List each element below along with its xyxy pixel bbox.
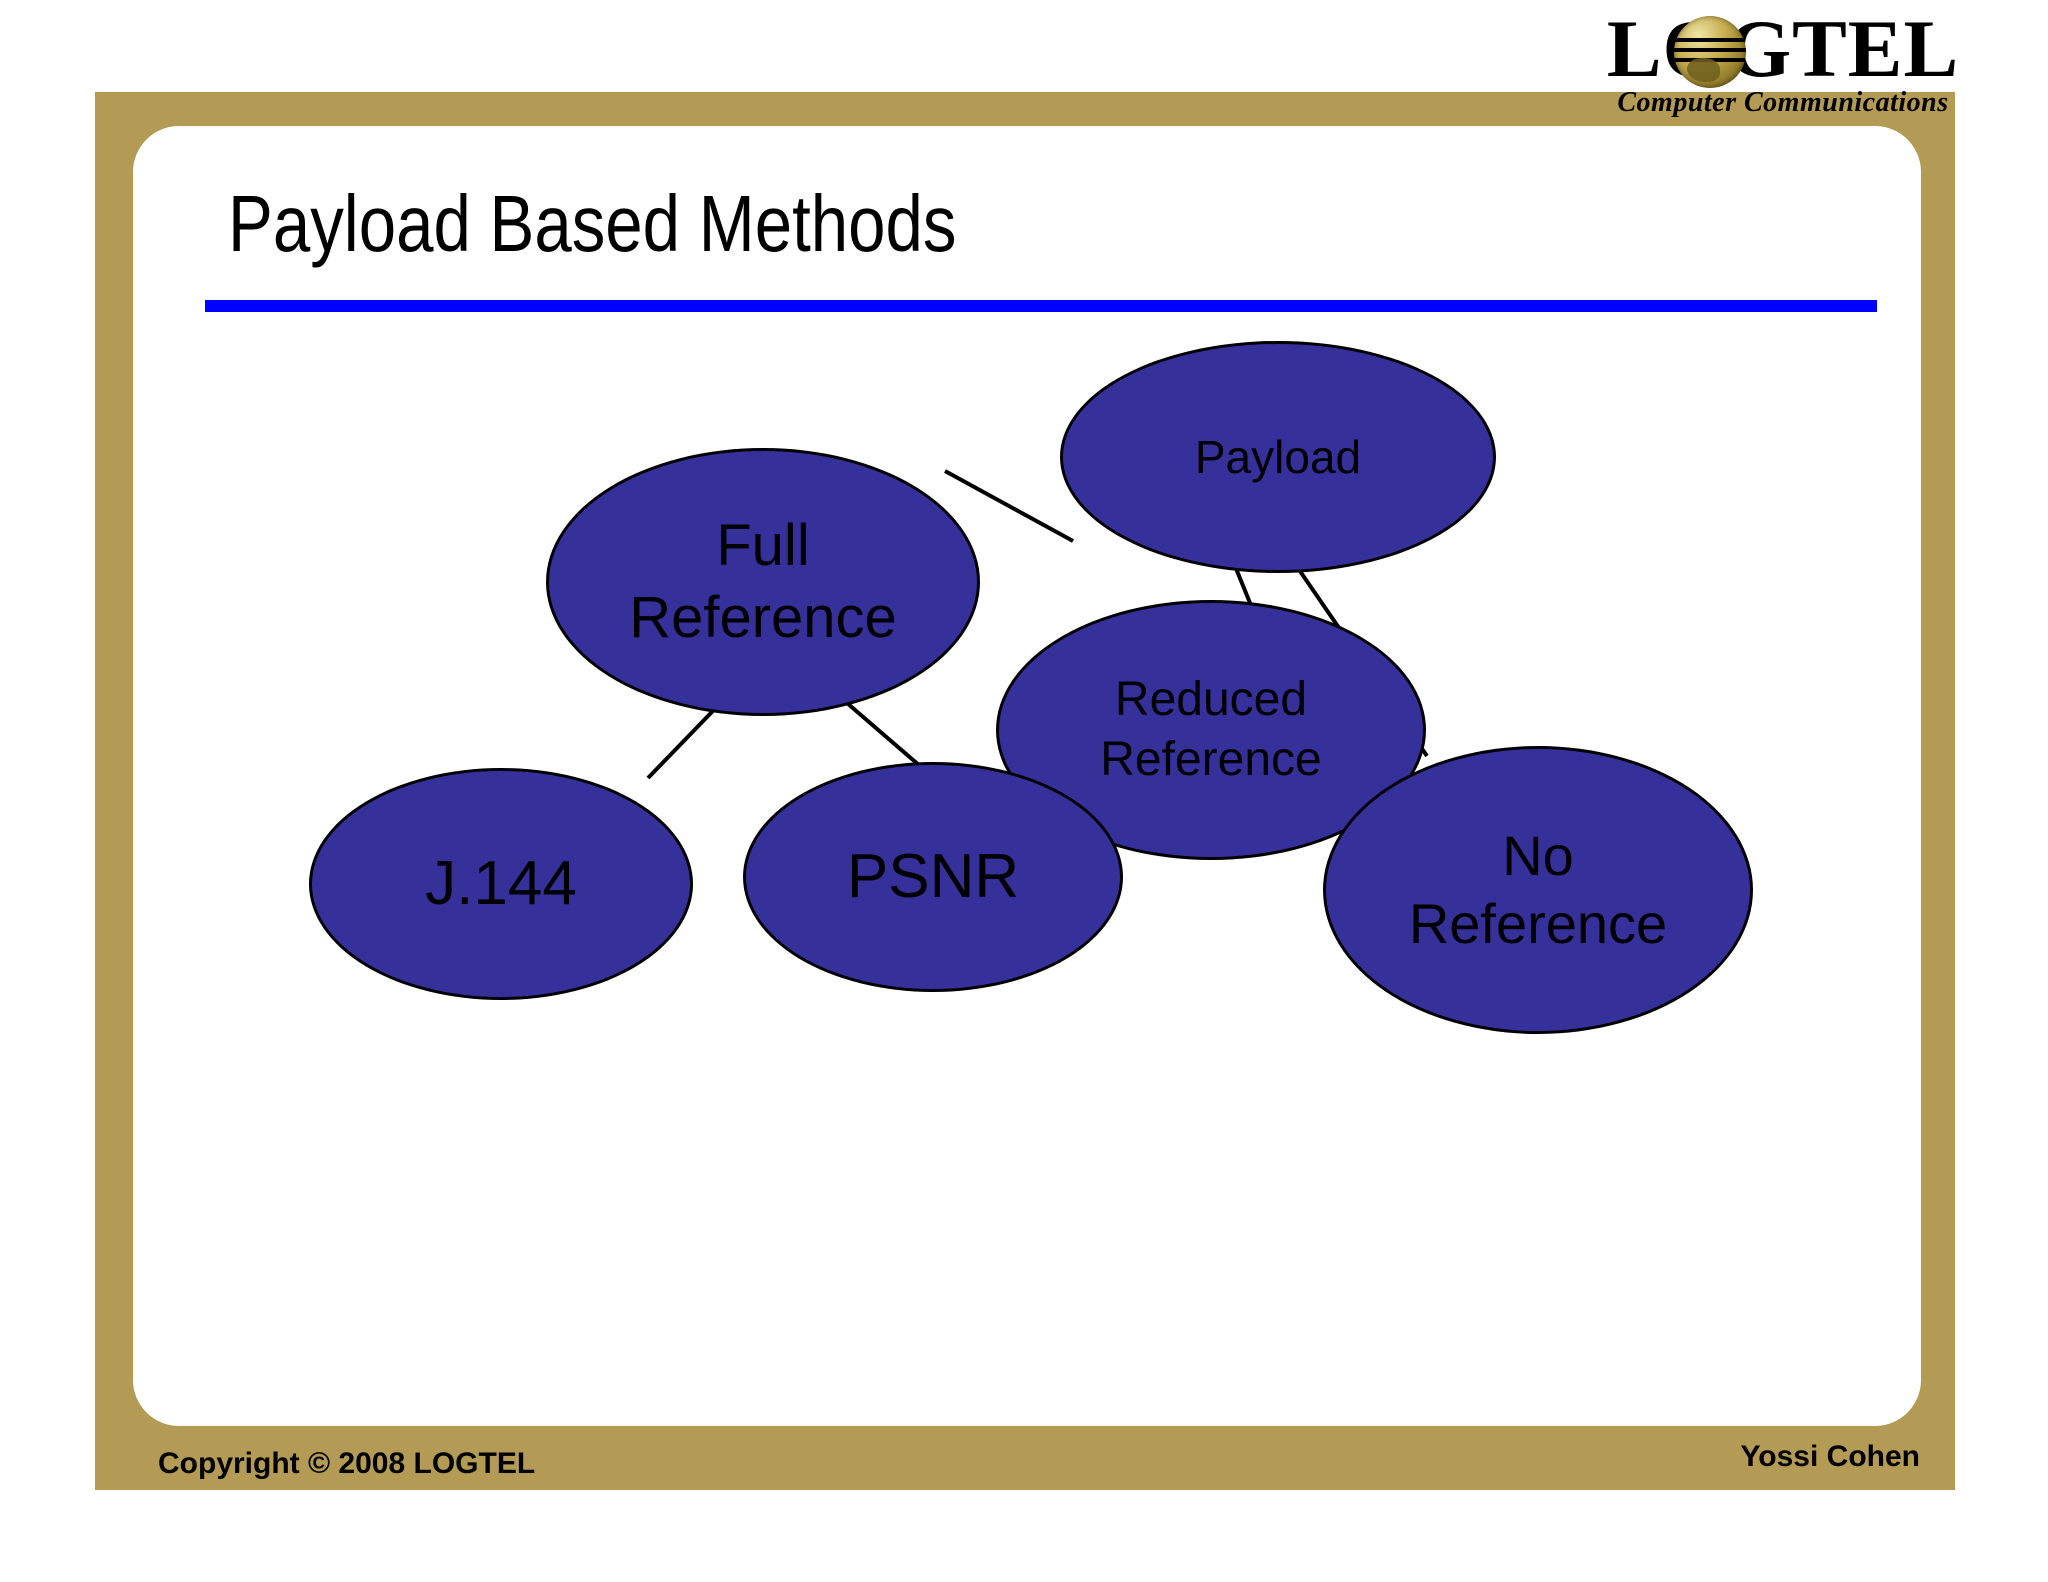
globe-icon xyxy=(1674,16,1746,88)
node-psnr[interactable]: PSNR xyxy=(743,762,1123,992)
edge-payload-full xyxy=(944,469,1074,543)
footer-copyright: Copyright © 2008 LOGTEL xyxy=(158,1447,536,1480)
node-payload[interactable]: Payload xyxy=(1060,341,1496,573)
node-full-reference-label: Full Reference xyxy=(629,513,897,650)
payload-methods-tree: Payload Full Reference Reduced Reference… xyxy=(133,126,1921,1426)
node-psnr-label: PSNR xyxy=(846,842,1020,911)
footer-author: Yossi Cohen xyxy=(1740,1440,1920,1473)
node-no-reference-label: No Reference xyxy=(1408,824,1668,955)
node-reduced-reference-label: Reduced Reference xyxy=(1100,673,1322,786)
title-underline-rule xyxy=(205,300,1877,312)
node-full-reference[interactable]: Full Reference xyxy=(546,448,980,716)
node-j144[interactable]: J.144 xyxy=(309,768,693,1000)
node-j144-label: J.144 xyxy=(425,849,577,918)
logo-tagline: Computer Communications xyxy=(1617,87,1949,118)
logo-wordmark-before: L xyxy=(1606,3,1663,94)
logo-wordmark-after: GTEL xyxy=(1727,3,1960,94)
node-payload-label: Payload xyxy=(1194,431,1362,483)
logo-wordmark: LOGTEL xyxy=(1588,8,1978,90)
page-title: Payload Based Methods xyxy=(228,179,957,268)
node-no-reference[interactable]: No Reference xyxy=(1323,746,1753,1034)
logtel-logo: LOGTEL Computer Communications xyxy=(1588,8,1978,120)
